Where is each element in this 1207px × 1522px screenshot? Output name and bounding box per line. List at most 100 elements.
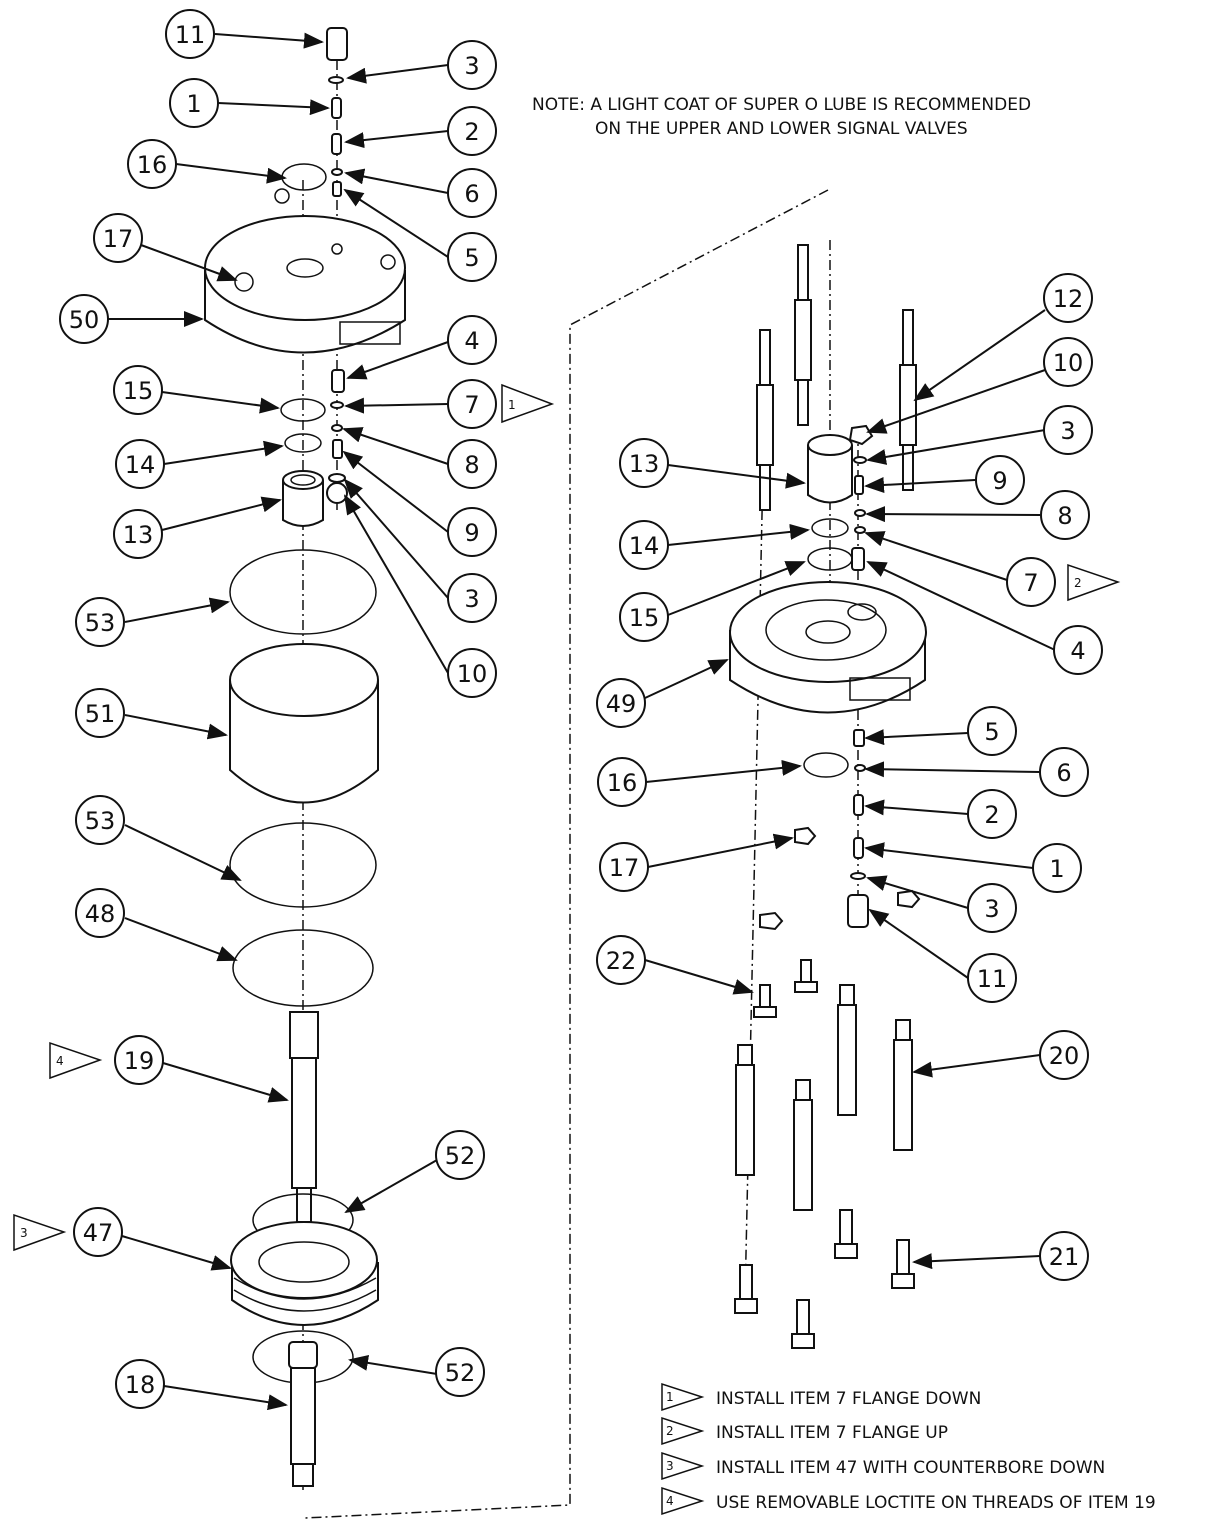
svg-text:1: 1 xyxy=(186,90,201,118)
flag-2-in-drawing: 2 xyxy=(1067,563,1121,602)
part-11-cap xyxy=(326,27,348,61)
balloon-18: 18 xyxy=(115,1359,165,1409)
balloon-1: 1 xyxy=(169,78,219,128)
svg-text:4: 4 xyxy=(464,327,479,355)
svg-text:18: 18 xyxy=(125,1371,156,1399)
balloon-3b: 3 xyxy=(447,573,497,623)
svg-text:10: 10 xyxy=(1053,349,1084,377)
svg-text:4: 4 xyxy=(1070,637,1085,665)
balloon-49: 49 xyxy=(596,678,646,728)
svg-text:6: 6 xyxy=(464,180,479,208)
svg-text:2: 2 xyxy=(666,1424,674,1438)
svg-text:12: 12 xyxy=(1053,285,1084,313)
note-line-1: NOTE: A LIGHT COAT OF SUPER O LUBE IS RE… xyxy=(532,95,1031,115)
balloon-4: 4 xyxy=(447,315,497,365)
svg-text:49: 49 xyxy=(606,690,637,718)
svg-text:16: 16 xyxy=(607,769,638,797)
legend-text-1: INSTALL ITEM 7 FLANGE DOWN xyxy=(716,1389,981,1409)
balloon-48: 48 xyxy=(75,888,125,938)
legend-flag-3: 3 xyxy=(661,1451,705,1481)
legend-text-2: INSTALL ITEM 7 FLANGE UP xyxy=(716,1423,948,1443)
legend-text-3: INSTALL ITEM 47 WITH COUNTERBORE DOWN xyxy=(716,1458,1105,1478)
svg-text:16: 16 xyxy=(137,151,168,179)
legend-flag-2: 2 xyxy=(661,1416,705,1446)
balloon-21: 21 xyxy=(1039,1231,1089,1281)
svg-text:52: 52 xyxy=(445,1359,476,1387)
balloon-11r: 11 xyxy=(967,953,1017,1003)
balloon-7: 7 xyxy=(447,379,497,429)
svg-text:3: 3 xyxy=(666,1459,674,1473)
balloon-50: 50 xyxy=(59,294,109,344)
svg-text:15: 15 xyxy=(123,377,154,405)
svg-text:2: 2 xyxy=(984,801,999,829)
balloon-4r: 4 xyxy=(1053,625,1103,675)
balloon-52: 52 xyxy=(435,1130,485,1180)
balloon-16r: 16 xyxy=(597,757,647,807)
svg-text:3: 3 xyxy=(984,895,999,923)
balloon-1r: 1 xyxy=(1032,843,1082,893)
section-boundary-line xyxy=(304,189,829,1519)
svg-text:52: 52 xyxy=(445,1142,476,1170)
svg-text:21: 21 xyxy=(1049,1243,1080,1271)
svg-text:4: 4 xyxy=(56,1054,64,1068)
svg-text:10: 10 xyxy=(457,660,488,688)
balloon-2: 2 xyxy=(447,106,497,156)
balloon-3r2: 3 xyxy=(967,883,1017,933)
svg-text:1: 1 xyxy=(508,398,516,412)
legend-flag-1: 1 xyxy=(661,1382,705,1412)
leaders xyxy=(108,32,1056,1411)
legend-text-4: USE REMOVABLE LOCTITE ON THREADS OF ITEM… xyxy=(716,1493,1156,1513)
svg-text:15: 15 xyxy=(629,604,660,632)
svg-text:7: 7 xyxy=(1023,569,1038,597)
svg-text:1: 1 xyxy=(1049,855,1064,883)
svg-text:11: 11 xyxy=(977,965,1008,993)
balloon-6: 6 xyxy=(447,168,497,218)
svg-text:3: 3 xyxy=(1060,417,1075,445)
legend: 1 INSTALL ITEM 7 FLANGE DOWN 2 INSTALL I… xyxy=(661,1382,1156,1516)
svg-text:6: 6 xyxy=(1056,759,1071,787)
svg-text:51: 51 xyxy=(85,700,116,728)
svg-text:14: 14 xyxy=(629,532,660,560)
svg-text:22: 22 xyxy=(606,947,637,975)
svg-text:8: 8 xyxy=(464,451,479,479)
balloon-53b: 53 xyxy=(75,795,125,845)
svg-text:48: 48 xyxy=(85,900,116,928)
balloon-17r: 17 xyxy=(599,842,649,892)
balloon-9r: 9 xyxy=(975,455,1025,505)
svg-text:17: 17 xyxy=(103,225,134,253)
legend-flag-4: 4 xyxy=(661,1486,705,1516)
balloon-9: 9 xyxy=(447,507,497,557)
svg-text:8: 8 xyxy=(1057,502,1072,530)
note-line-2: ON THE UPPER AND LOWER SIGNAL VALVES xyxy=(595,119,968,139)
balloon-22: 22 xyxy=(596,935,646,985)
balloon-47: 47 xyxy=(73,1207,123,1257)
svg-text:2: 2 xyxy=(464,118,479,146)
svg-text:3: 3 xyxy=(464,52,479,80)
svg-text:19: 19 xyxy=(124,1047,155,1075)
balloon-8: 8 xyxy=(447,439,497,489)
balloon-15: 15 xyxy=(113,365,163,415)
svg-text:20: 20 xyxy=(1049,1042,1080,1070)
balloon-2r: 2 xyxy=(967,789,1017,839)
balloon-5r: 5 xyxy=(967,706,1017,756)
balloon-19: 19 xyxy=(114,1035,164,1085)
balloon-10: 10 xyxy=(447,648,497,698)
svg-text:14: 14 xyxy=(125,451,156,479)
flag-1-in-drawing: 1 xyxy=(501,383,555,424)
balloon-14: 14 xyxy=(115,439,165,489)
balloon-51: 51 xyxy=(75,688,125,738)
left-parts xyxy=(204,27,406,1487)
svg-text:13: 13 xyxy=(123,521,154,549)
svg-text:7: 7 xyxy=(464,391,479,419)
balloon-3r: 3 xyxy=(1043,405,1093,455)
balloon-3: 3 xyxy=(447,40,497,90)
balloon-53: 53 xyxy=(75,597,125,647)
svg-text:9: 9 xyxy=(992,467,1007,495)
svg-text:53: 53 xyxy=(85,807,116,835)
svg-text:11: 11 xyxy=(175,21,206,49)
svg-text:3: 3 xyxy=(20,1226,28,1240)
balloon-13r: 13 xyxy=(619,438,669,488)
svg-text:2: 2 xyxy=(1074,576,1082,590)
balloon-20: 20 xyxy=(1039,1030,1089,1080)
